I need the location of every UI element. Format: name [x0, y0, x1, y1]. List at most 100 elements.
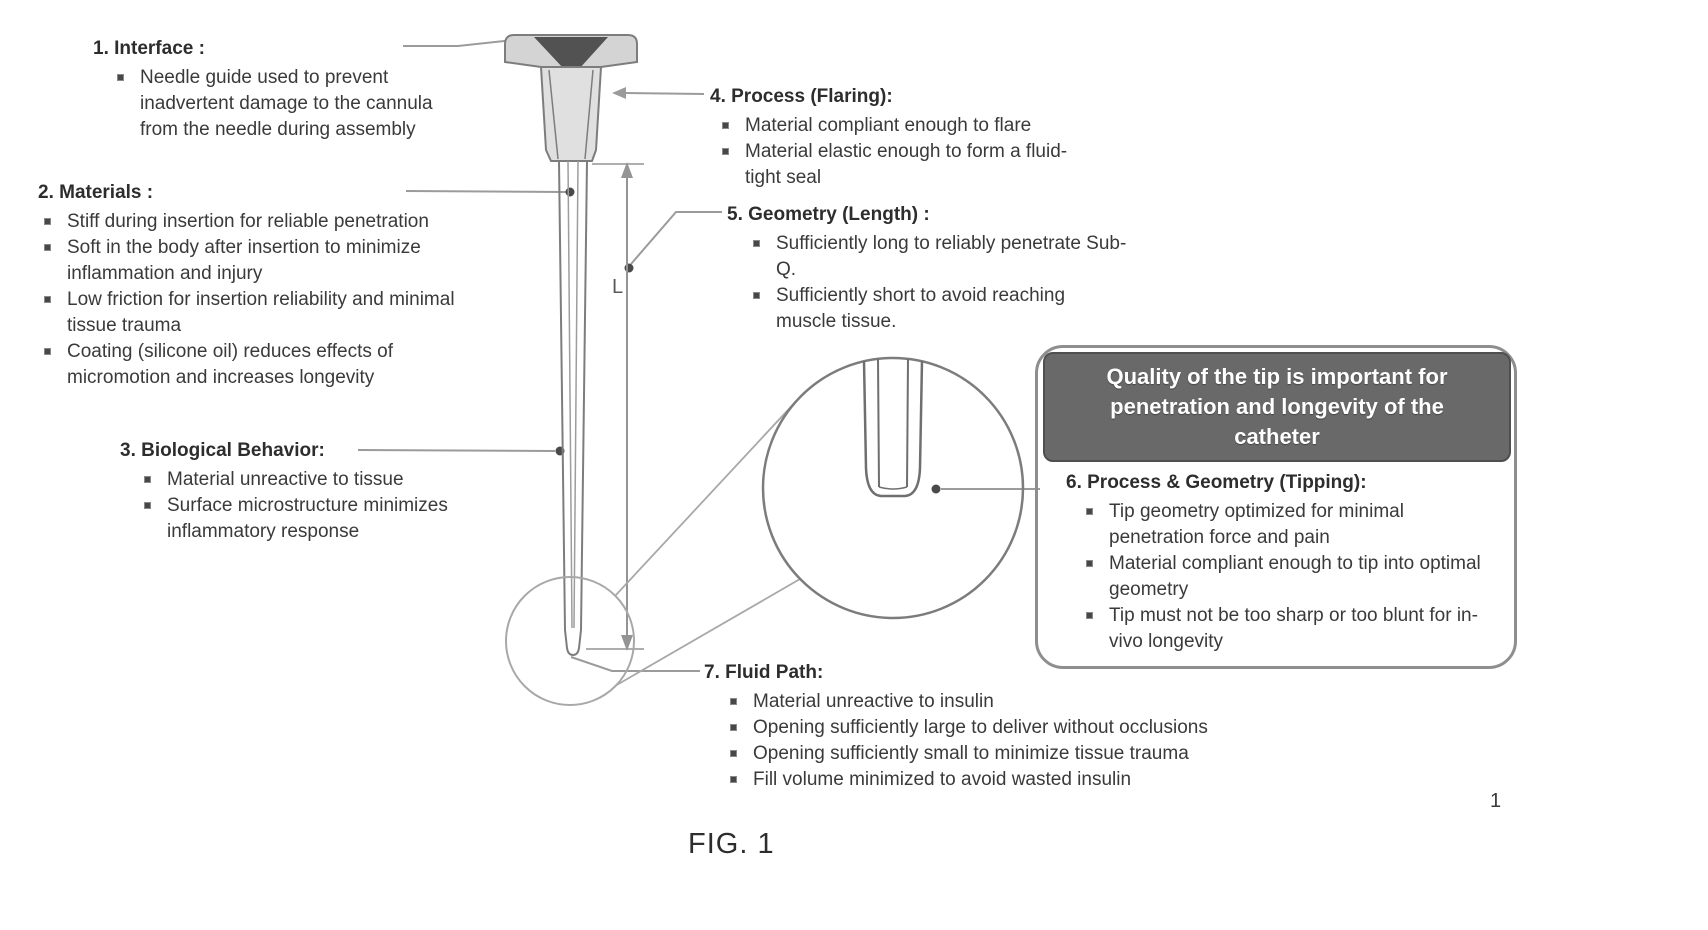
leader-dot-tipping — [931, 484, 941, 494]
bullet-text: Material unreactive to insulin — [753, 691, 994, 712]
bullet-square-icon — [722, 148, 729, 155]
bullet-item: Sufficiently long to reliably penetrate … — [753, 231, 1127, 283]
bullet-text: Opening sufficiently large to deliver wi… — [753, 717, 1208, 738]
bullet-text: Material unreactive to tissue — [167, 469, 404, 490]
bullet-text: Soft in the body after insertion to mini… — [67, 237, 421, 284]
annotation-bullets: Sufficiently long to reliably penetrate … — [727, 231, 1127, 335]
bullet-item: Soft in the body after insertion to mini… — [44, 235, 498, 287]
bullet-text: Tip geometry optimized for minimal penet… — [1109, 501, 1404, 548]
bullet-text: Material compliant enough to flare — [745, 115, 1032, 136]
bullet-item: Tip geometry optimized for minimal penet… — [1086, 499, 1486, 551]
bullet-square-icon — [730, 776, 737, 783]
leader-biological-line — [357, 449, 556, 452]
annotation-heading: 2. Materials : — [38, 182, 154, 203]
bullet-square-icon — [730, 750, 737, 757]
bullet-item: Material compliant enough to flare — [722, 113, 1102, 139]
bullet-square-icon — [117, 74, 124, 81]
dimension-arrow-up-icon — [621, 162, 633, 178]
leader-flaring-line — [623, 92, 705, 95]
leader-length-line — [630, 211, 722, 265]
bullet-item: Coating (silicone oil) reduces effects o… — [44, 339, 498, 391]
annotation-fluid-path: 7. Fluid Path: Material unreactive to in… — [704, 660, 1264, 793]
annotation-bullets: Material unreactive to insulin Opening s… — [704, 689, 1264, 793]
magnifier-connector-top — [614, 396, 801, 597]
leader-interface-line — [403, 38, 524, 47]
magnifier-circle-small — [505, 576, 635, 706]
bullet-text: Surface microstructure minimizes inflamm… — [167, 495, 448, 542]
bullet-item: Tip must not be too sharp or too blunt f… — [1086, 603, 1486, 655]
bullet-square-icon — [144, 476, 151, 483]
annotation-heading: 6. Process & Geometry (Tipping): — [1066, 472, 1367, 493]
zoomed-tip — [862, 358, 924, 498]
bullet-text: Fill volume minimized to avoid wasted in… — [753, 769, 1132, 790]
bullet-text: Sufficiently long to reliably penetrate … — [776, 233, 1127, 280]
bullet-item: Low friction for insertion reliability a… — [44, 287, 498, 339]
quality-callout: Quality of the tip is important for pene… — [1043, 352, 1511, 462]
bullet-item: Material compliant enough to tip into op… — [1086, 551, 1486, 603]
annotation-bullets: Needle guide used to prevent inadvertent… — [93, 65, 445, 143]
bullet-text: Needle guide used to prevent inadvertent… — [140, 67, 433, 140]
magnifier-connector-bottom — [614, 578, 801, 687]
annotation-process-flaring: 4. Process (Flaring): Material compliant… — [710, 84, 1102, 191]
annotation-bullets: Material unreactive to tissue Surface mi… — [120, 467, 468, 545]
bullet-item: Surface microstructure minimizes inflamm… — [144, 493, 468, 545]
annotation-process-geometry-tipping: 6. Process & Geometry (Tipping): Tip geo… — [1066, 470, 1486, 655]
bullet-square-icon — [722, 122, 729, 129]
dimension-line — [586, 162, 644, 651]
magnifier-circle-large — [761, 356, 1025, 620]
bullet-square-icon — [144, 502, 151, 509]
bullet-square-icon — [44, 244, 51, 251]
bullet-item: Material unreactive to tissue — [144, 467, 468, 493]
annotation-materials: 2. Materials : Stiff during insertion fo… — [38, 180, 498, 391]
bullet-item: Sufficiently short to avoid reaching mus… — [753, 283, 1127, 335]
leader-dot-materials — [565, 187, 575, 197]
page-number: 1 — [1490, 790, 1502, 812]
tipping-callout-container — [1035, 345, 1517, 669]
bullet-square-icon — [1086, 612, 1093, 619]
bullet-item: Material unreactive to insulin — [730, 689, 1264, 715]
catheter-tip — [564, 629, 582, 657]
dimension-arrow-down-icon — [621, 635, 633, 651]
bullet-square-icon — [753, 292, 760, 299]
catheter-lumen-left — [567, 160, 573, 629]
annotation-heading: 7. Fluid Path: — [704, 662, 824, 683]
bullet-square-icon — [753, 240, 760, 247]
bullet-item: Material elastic enough to form a fluid-… — [722, 139, 1102, 191]
bullet-text: Sufficiently short to avoid reaching mus… — [776, 285, 1066, 332]
magnifier — [505, 356, 1025, 706]
bullet-item: Stiff during insertion for reliable pene… — [44, 209, 498, 235]
annotation-bullets: Material compliant enough to flare Mater… — [710, 113, 1102, 191]
quality-callout-text: Quality of the tip is important for pene… — [1106, 364, 1448, 449]
catheter-hub-inner-wall-left — [548, 69, 559, 160]
bullet-text: Low friction for insertion reliability a… — [67, 289, 455, 336]
annotation-heading: 1. Interface : — [93, 38, 205, 59]
bullet-text: Material elastic enough to form a fluid-… — [745, 141, 1068, 188]
figure-caption: FIG. 1 — [688, 828, 775, 860]
bullet-text: Coating (silicone oil) reduces effects o… — [67, 341, 393, 388]
bullet-square-icon — [44, 348, 51, 355]
catheter-device — [504, 34, 638, 657]
catheter-hub-funnel-opening — [534, 37, 608, 69]
dimension-label: L — [612, 276, 624, 298]
catheter-lumen-right — [573, 160, 579, 629]
bullet-text: Opening sufficiently small to minimize t… — [753, 743, 1189, 764]
bullet-square-icon — [44, 296, 51, 303]
bullet-square-icon — [730, 698, 737, 705]
catheter-hub-inner-wall-right — [584, 69, 594, 160]
annotation-heading: 5. Geometry (Length) : — [727, 204, 930, 225]
leader-dot-length — [624, 263, 634, 273]
bullet-item: Opening sufficiently small to minimize t… — [730, 741, 1264, 767]
annotation-bullets: Stiff during insertion for reliable pene… — [38, 209, 498, 391]
bullet-square-icon — [44, 218, 51, 225]
bullet-text: Tip must not be too sharp or too blunt f… — [1109, 605, 1478, 652]
annotation-biological-behavior: 3. Biological Behavior: Material unreact… — [120, 438, 468, 545]
bullet-square-icon — [1086, 560, 1093, 567]
leader-flaring-arrowhead-icon — [612, 87, 626, 99]
bullet-square-icon — [730, 724, 737, 731]
annotation-heading: 3. Biological Behavior: — [120, 440, 325, 461]
bullet-item: Fill volume minimized to avoid wasted in… — [730, 767, 1264, 793]
bullet-item: Opening sufficiently large to deliver wi… — [730, 715, 1264, 741]
bullet-square-icon — [1086, 508, 1093, 515]
